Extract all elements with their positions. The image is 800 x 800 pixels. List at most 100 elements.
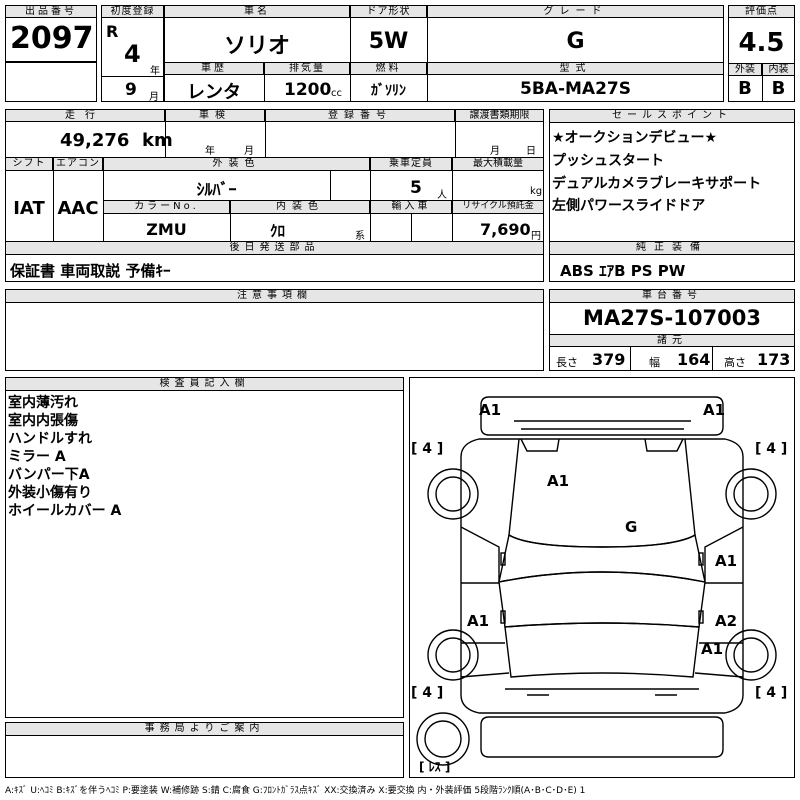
- reg-month: 9: [125, 80, 137, 100]
- tire-rear-right: [ 4 ]: [755, 685, 787, 701]
- interior-label: 内装: [762, 63, 795, 76]
- ext-color: ｼﾙﾊﾞｰ: [196, 180, 237, 199]
- front-bumper-outline: [480, 396, 724, 436]
- chassis-label: 車台番号: [549, 289, 795, 303]
- shift: IAT: [13, 198, 45, 219]
- ac-label: エアコン: [53, 157, 103, 171]
- width: 164: [677, 350, 711, 369]
- later-items: 保証書 車両取説 予備ｷｰ: [10, 262, 171, 280]
- chassis-number: MA27S-107003: [583, 306, 761, 330]
- mark-door-right-rear: A2: [715, 612, 737, 630]
- grade-label: グレード: [427, 5, 724, 18]
- sales-point: プッシュスタート: [552, 153, 664, 169]
- score: 4.5: [738, 28, 785, 58]
- width-label: 幅: [649, 356, 660, 369]
- inspector-note: ハンドルすれ: [8, 431, 92, 447]
- history: レンタ: [187, 82, 241, 103]
- inspector-note: バンパー下A: [8, 467, 90, 483]
- sales-point: デュアルカメラブレーキサポート: [552, 176, 762, 192]
- roof-outline: [498, 571, 706, 628]
- left-doors: [460, 526, 510, 678]
- wheel-front-right: [725, 468, 777, 520]
- first-reg-label: 初度登録: [101, 5, 164, 18]
- mark-bumper-front-right: A1: [703, 401, 725, 419]
- length-label: 長さ: [556, 356, 578, 369]
- lot-label: 出品番号: [5, 5, 97, 18]
- shift-label: シフト: [5, 157, 53, 171]
- inspector-note: ミラー A: [8, 449, 66, 465]
- recycle-unit: 円: [531, 231, 541, 242]
- handle-left-rear: [500, 610, 506, 624]
- ac: AAC: [57, 198, 99, 219]
- int-color-label: 内装色: [230, 200, 370, 214]
- fuel-label: 燃料: [350, 62, 427, 75]
- spare-wheel: [416, 712, 470, 766]
- era: R: [106, 22, 119, 41]
- windshield-outline: [498, 533, 706, 583]
- color-no: ZMU: [146, 220, 187, 239]
- headlights: [520, 438, 684, 452]
- transfer-label: 譲渡書類期限: [455, 109, 544, 122]
- door-label: ドア形状: [350, 5, 427, 18]
- inspector-note: 室内薄汚れ: [8, 395, 78, 411]
- door-type: 5W: [368, 29, 409, 54]
- mileage-label: 走行: [5, 109, 165, 122]
- spare-tire-label: [ ﾚｽ ]: [419, 760, 450, 774]
- inspection-year-unit: 年: [205, 146, 215, 157]
- displacement-unit: cc: [331, 88, 342, 99]
- grade: G: [566, 29, 585, 54]
- height: 173: [757, 350, 791, 369]
- mark-door-left-rear: A1: [467, 612, 489, 630]
- legend: A:ｷｽﾞ U:ﾍｺﾐ B:ｷｽﾞを伴うﾍｺﾐ P:要塗装 W:補修跡 S:錆 …: [5, 786, 586, 796]
- car-info-box: [164, 5, 724, 102]
- exterior-grade: B: [738, 78, 752, 99]
- capacity-label: 乗車定員: [370, 157, 452, 171]
- mileage-unit: km: [142, 130, 173, 151]
- handle-right-front: [698, 552, 704, 566]
- capacity-unit: 人: [437, 190, 447, 201]
- mileage: 49,276: [60, 130, 130, 151]
- wheel-rear-right: [725, 629, 777, 681]
- inspector-note: ホイールカバー A: [8, 503, 122, 519]
- recycle: 7,690: [480, 220, 531, 239]
- inspector-note: 外装小傷有り: [8, 485, 92, 501]
- grille-outline: [514, 420, 691, 430]
- tire-front-right: [ 4 ]: [755, 441, 787, 457]
- sales-point: ★オークションデビュー★: [552, 130, 718, 146]
- mark-door-right-front: A1: [715, 552, 737, 570]
- recycle-label: リサイクル預託金: [452, 200, 544, 214]
- model-label: 型式: [427, 62, 724, 75]
- history-label: 車歴: [164, 62, 264, 75]
- wheel-rear-left: [427, 629, 479, 681]
- model-code: 5BA-MA27S: [520, 79, 631, 99]
- height-label: 高さ: [724, 356, 746, 369]
- fuel: ｶﾞｿﾘﾝ: [371, 83, 406, 99]
- lot-box-lower: [5, 62, 97, 102]
- inspector-label: 検査員記入欄: [5, 377, 404, 391]
- equipment-label: 純正装備: [549, 241, 795, 255]
- dims-label: 諸元: [549, 334, 795, 347]
- mark-hood: A1: [547, 472, 569, 490]
- transfer-day-unit: 日: [526, 146, 536, 157]
- handle-right-rear: [698, 610, 704, 624]
- score-box: [728, 5, 795, 102]
- office-label: 事務局よりご案内: [5, 722, 404, 736]
- reg-year: 4: [124, 40, 141, 68]
- sales-point: 左側パワースライドドア: [552, 198, 706, 214]
- car-diagram: [ 4 ] [ 4 ] [ 4 ] [ 4 ] [ ﾚｽ ] A1 A1 A1 …: [411, 396, 787, 774]
- inspection-month-unit: 月: [244, 146, 254, 157]
- wheel-front-left: [427, 468, 479, 520]
- reg-month-unit: 月: [149, 92, 159, 103]
- displacement-label: 排気量: [264, 62, 350, 75]
- reg-year-unit: 年: [150, 66, 160, 77]
- lot-number: 2097: [10, 21, 94, 56]
- handle-left-front: [500, 552, 506, 566]
- later-items-label: 後日発送部品: [5, 241, 544, 255]
- max-load-label: 最大積載量: [452, 157, 544, 171]
- rear-window-outline: [504, 622, 700, 678]
- transfer-month-unit: 月: [490, 146, 500, 157]
- inspection-label: 車検: [165, 109, 265, 122]
- hood-outline: [508, 438, 696, 548]
- mark-bumper-front-left: A1: [479, 401, 501, 419]
- car-name: ソリオ: [223, 34, 290, 59]
